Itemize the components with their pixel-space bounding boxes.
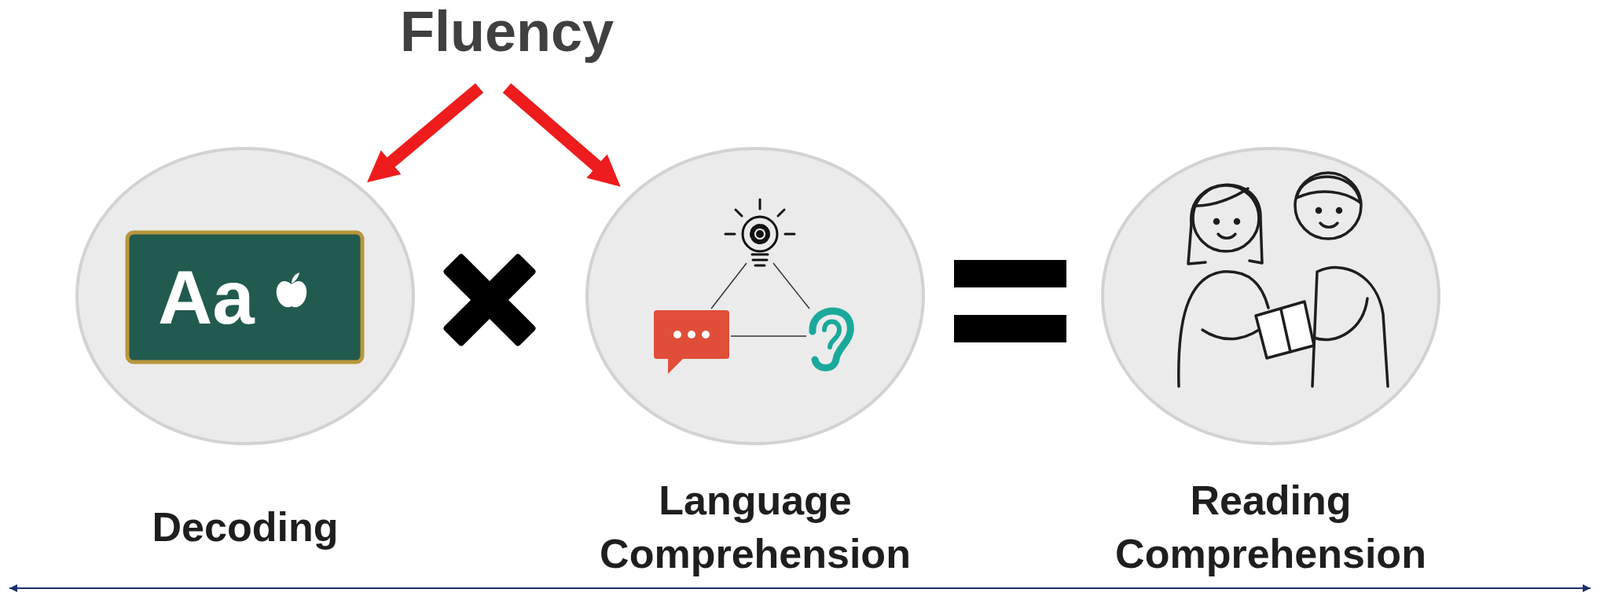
circle-area: Aa (56, 146, 434, 446)
node-heading: Language Comprehension (582, 474, 929, 581)
continuum-line (9, 587, 1591, 590)
multiply-sign (414, 224, 566, 376)
circle-shape (77, 148, 414, 445)
concept-label: Fluency (349, 3, 665, 60)
circle-area (566, 146, 944, 446)
circle-outline (1082, 146, 1460, 446)
circle-shape (587, 148, 924, 445)
concept-circle: Language Comprehension (566, 146, 944, 588)
equals-sign (954, 260, 1067, 343)
ear-icon (812, 311, 851, 368)
circle-area (1082, 146, 1460, 446)
node-heading: Reading Comprehension (1097, 474, 1444, 581)
concept-link (711, 263, 810, 337)
fluency-arrow (506, 88, 603, 172)
heading-area: Decoding (56, 469, 434, 588)
concept-circle: Reading Comprehension (1082, 146, 1460, 588)
label-holder: Fluency (349, 3, 665, 60)
heading-area: Language Comprehension (566, 469, 944, 588)
lightbulb-icon (725, 199, 795, 266)
apple-icon (276, 272, 308, 308)
speech-bubble-icon (653, 310, 730, 375)
icon-text: Aa (157, 260, 255, 336)
chalkboard-icon (127, 232, 363, 363)
fluency-arrow (385, 88, 480, 168)
circle-shape (1102, 148, 1439, 445)
reading-people-icon (1178, 172, 1388, 387)
circle-outline (566, 146, 944, 446)
node-heading: Decoding (152, 501, 339, 555)
concept-circle: AaDecoding (56, 146, 434, 588)
heading-area: Reading Comprehension (1082, 469, 1460, 588)
